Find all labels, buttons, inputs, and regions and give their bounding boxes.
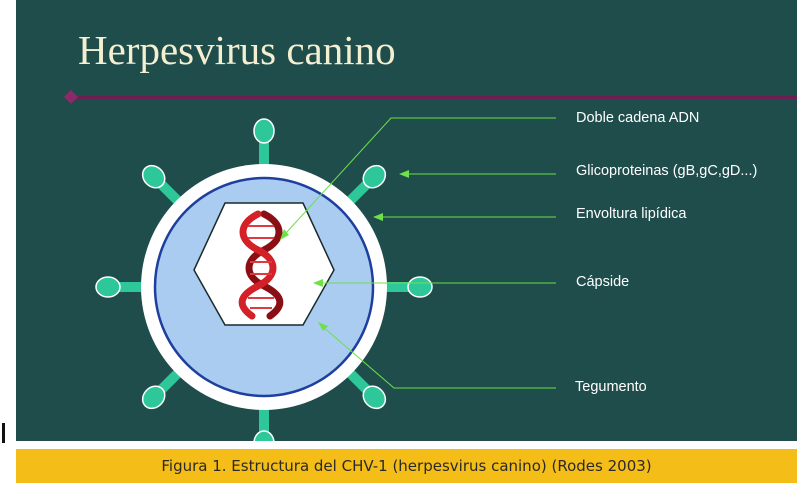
glycoprotein-spike [254,407,274,441]
label-dna: Doble cadena ADN [576,110,699,126]
figure-caption: Figura 1. Estructura del CHV-1 (herpesvi… [16,449,797,483]
glycoprotein-spike [254,119,274,167]
glycoprotein-spike [384,277,432,297]
arrowhead-glycoproteins [399,170,409,178]
glycoprotein-spike [96,277,144,297]
label-glycoproteins: Glicoproteinas (gB,gC,gD...) [576,163,757,179]
text-cursor [2,423,5,443]
label-tegument: Tegumento [575,379,647,395]
slide: Herpesvirus canino [16,0,797,441]
label-capsid: Cápside [576,274,629,290]
arrowhead-envelope [373,213,383,221]
label-envelope: Envoltura lipídica [576,206,686,222]
